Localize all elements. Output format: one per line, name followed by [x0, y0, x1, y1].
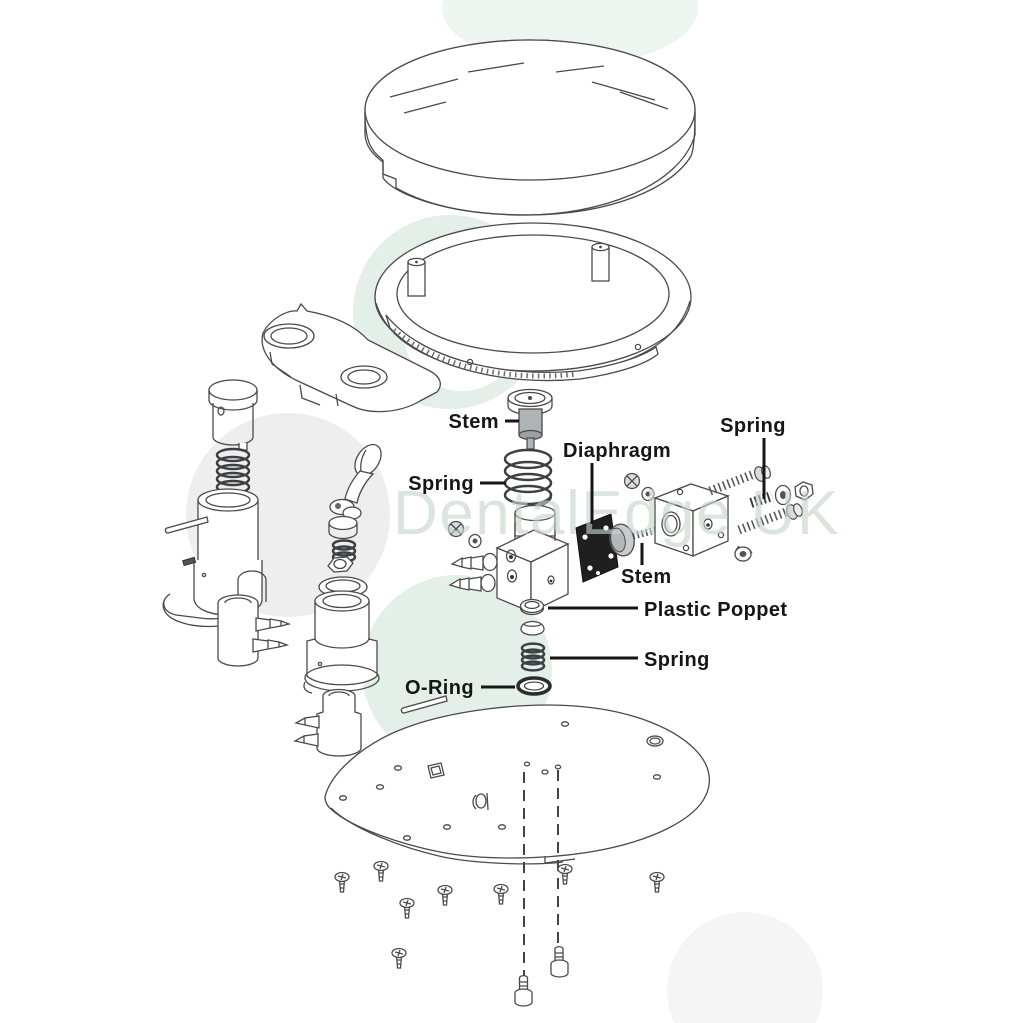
label-o-ring: O-Ring [405, 677, 474, 699]
base-plate-part [324, 704, 711, 865]
screw-part [493, 883, 509, 905]
actuator-rod-part [164, 516, 209, 567]
screw-part [514, 974, 533, 1007]
spring-part [749, 491, 774, 508]
screw-part [437, 884, 453, 906]
valve-block-part [653, 483, 730, 557]
plastic-poppet-part [519, 598, 545, 616]
screw-part [334, 871, 350, 893]
label-stem-top: Stem [448, 411, 499, 433]
label-plastic-poppet: Plastic Poppet [644, 599, 787, 621]
screw-part [649, 871, 665, 893]
screw-part [557, 863, 573, 885]
screw-part [391, 947, 407, 969]
alignment-dashed-line [523, 770, 559, 976]
valve-block-part [495, 504, 570, 614]
pilot-cap-part [208, 379, 258, 451]
nut-part [327, 556, 354, 573]
screw-part [550, 945, 569, 978]
mounting-bracket-part [261, 302, 441, 413]
top-cover-part [364, 39, 696, 216]
label-spring-bottom: Spring [644, 649, 710, 671]
rod-part [400, 695, 448, 714]
label-spring-right: Spring [720, 415, 786, 437]
stem-part [507, 388, 553, 450]
hose-connector-part [217, 594, 292, 667]
barb-fitting-part [447, 520, 498, 593]
diaphragm-part [575, 513, 619, 583]
lever-part [329, 443, 382, 520]
screw-part [399, 897, 415, 919]
spring-part [520, 642, 546, 672]
cylinder-assembly-part [303, 590, 380, 694]
clamp-ring-part [374, 222, 692, 382]
label-spring-left: Spring [408, 473, 474, 495]
hose-connector-part [293, 688, 362, 757]
washer-part [774, 484, 792, 506]
clip-part [472, 792, 489, 811]
screw-part [737, 503, 803, 535]
lid-surface-streaks [389, 62, 669, 114]
screw-part [373, 860, 389, 882]
screw-part [623, 472, 655, 502]
label-diaphragm: Diaphragm [563, 440, 671, 462]
nut-part [734, 545, 753, 562]
ring-post [407, 257, 426, 297]
label-stem-right: Stem [621, 566, 672, 588]
dome-valve-part [520, 620, 545, 636]
o-ring-part [516, 676, 552, 696]
ring-post [591, 242, 610, 282]
callouts: Stem Spring Diaphragm Spring Stem Plasti… [405, 411, 787, 699]
puck-part [328, 515, 358, 540]
nut-part [794, 481, 814, 501]
